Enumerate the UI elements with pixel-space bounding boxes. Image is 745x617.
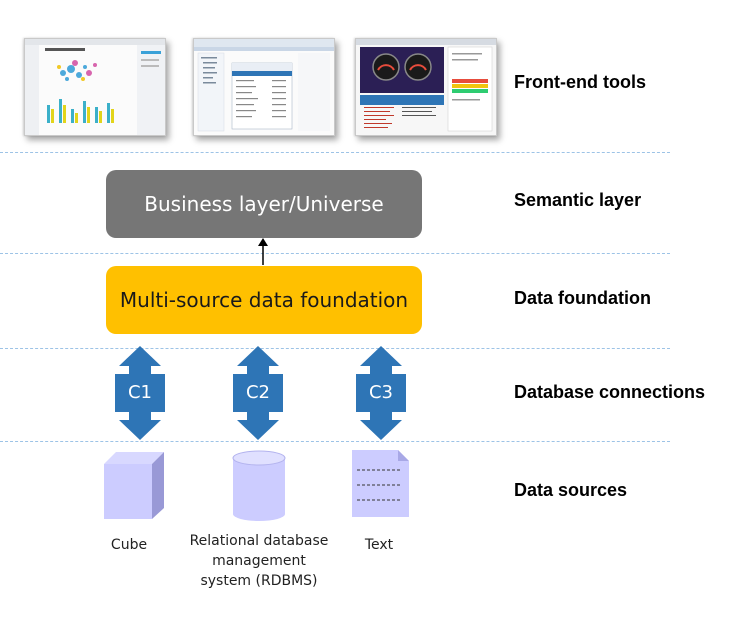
multi-source-foundation-label: Multi-source data foundation (119, 288, 409, 312)
connection-c1-label: C1 (127, 382, 153, 403)
cube-label: Cube (110, 537, 148, 553)
text-document-icon (352, 450, 409, 517)
divider-3 (0, 348, 670, 349)
divider-1 (0, 152, 670, 153)
business-layer-label: Business layer/Universe (144, 192, 384, 216)
front-end-thumbnail-1 (24, 38, 166, 136)
layer-label-front-end: Front-end tools (514, 72, 646, 92)
text-label: Text (364, 537, 394, 553)
front-end-thumbnail-2 (193, 38, 335, 136)
layer-label-semantic: Semantic layer (514, 190, 642, 210)
layer-label-data-foundation: Data foundation (514, 288, 651, 308)
connection-c1: C1 (113, 346, 167, 440)
cube-icon (104, 452, 164, 519)
double-arrow-icon (356, 346, 406, 440)
connection-c3: C3 (354, 346, 408, 440)
multi-source-foundation-box: Multi-source data foundation (106, 266, 422, 334)
connection-c2: C2 (231, 346, 285, 440)
front-end-thumbnail-3 (355, 38, 497, 136)
rdbms-label-line-2: management (212, 553, 306, 569)
divider-2 (0, 253, 670, 254)
divider-4 (0, 441, 670, 442)
database-cylinder-icon (232, 450, 286, 521)
business-layer-box: Business layer/Universe (106, 170, 422, 238)
rdbms-label-line-3: system (RDBMS) (200, 573, 318, 589)
rdbms-label: Relational database management system (R… (178, 531, 340, 591)
layer-label-sources: Data sources (514, 480, 628, 500)
double-arrow-icon (233, 346, 283, 440)
connection-c3-label: C3 (368, 382, 394, 403)
layer-label-connections: Database connections (514, 382, 706, 402)
rdbms-label-line-1: Relational database (189, 533, 329, 549)
up-arrow-icon (258, 238, 268, 265)
connection-c2-label: C2 (245, 382, 271, 403)
double-arrow-icon (115, 346, 165, 440)
